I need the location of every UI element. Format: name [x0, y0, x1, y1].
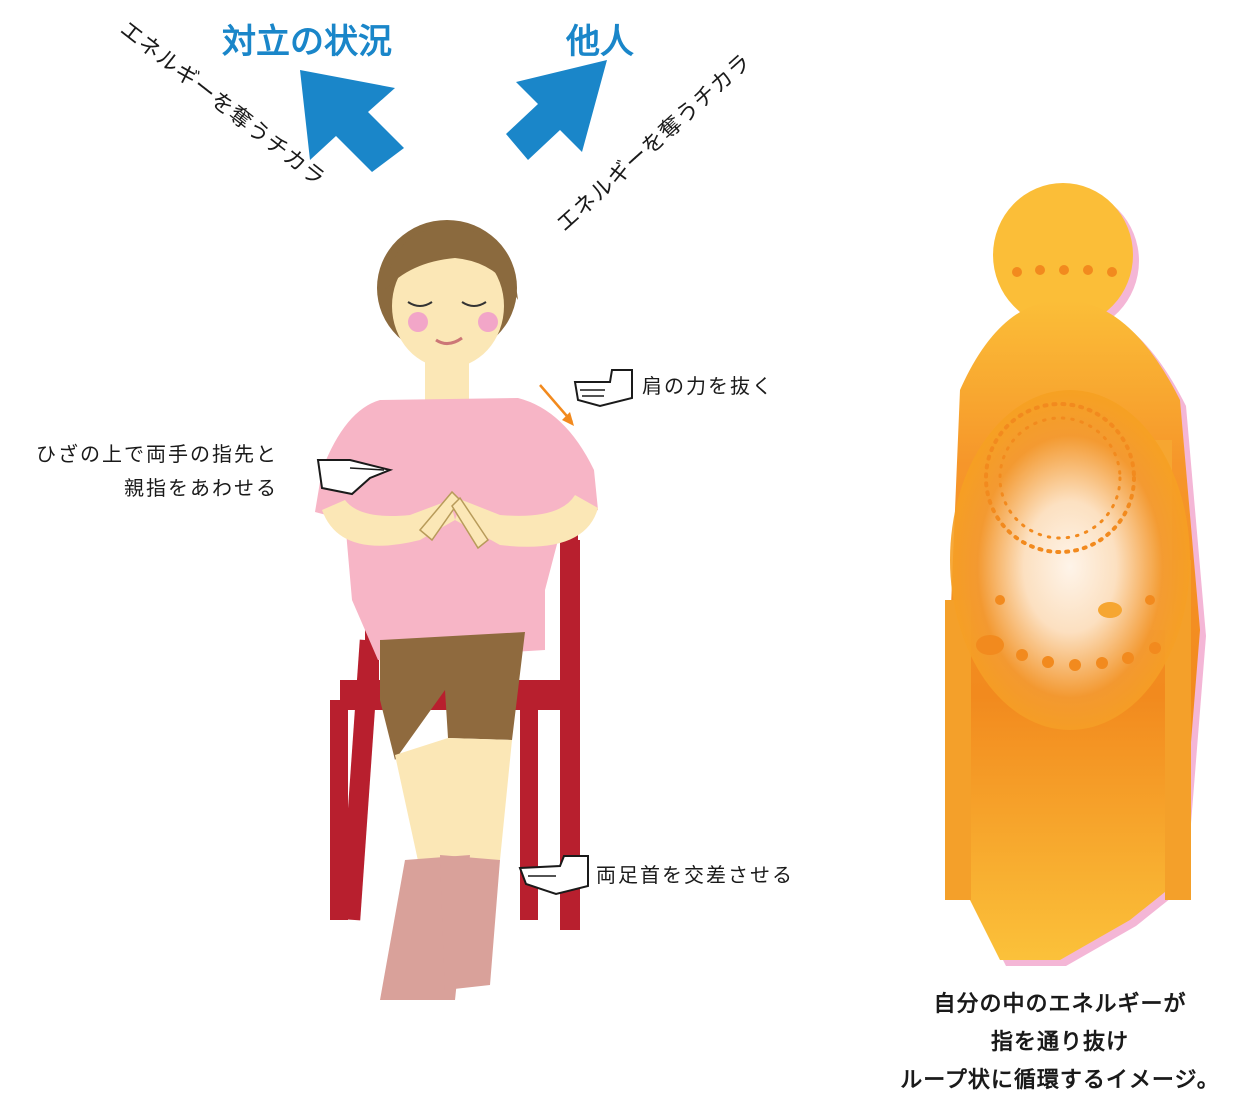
annotation-shoulder: 肩の力を抜く: [642, 370, 774, 399]
caption-line1: 自分の中のエネルギーが: [880, 986, 1240, 1024]
annotation-hands: ひざの上で両手の指先と 親指をあわせる: [6, 437, 278, 505]
annotation-ankles: 両足首を交差させる: [596, 859, 794, 888]
annotation-hands-line2: 親指をあわせる: [6, 471, 278, 505]
energy-silhouette-illustration: [945, 183, 1206, 966]
arrow-right-icon: [506, 60, 607, 160]
arrow-left-icon: [300, 70, 404, 172]
caption-line3: ループ状に循環するイメージ。: [880, 1062, 1240, 1100]
energy-caption: 自分の中のエネルギーが 指を通り抜け ループ状に循環するイメージ。: [880, 986, 1240, 1100]
caption-line2: 指を通り抜け: [880, 1024, 1240, 1062]
pointing-hand-shoulder-icon: [575, 370, 632, 406]
annotation-hands-line1: ひざの上で両手の指先と: [6, 437, 278, 471]
